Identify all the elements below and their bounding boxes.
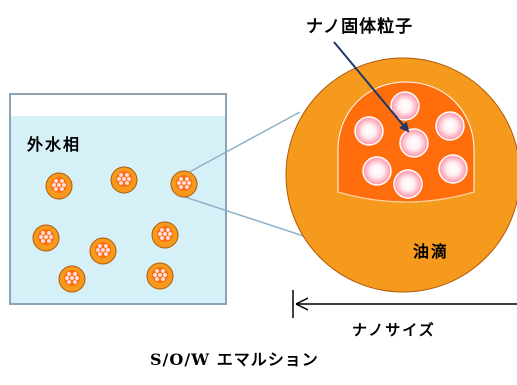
small-nano-particle bbox=[100, 247, 105, 252]
small-droplet bbox=[45, 172, 73, 200]
small-droplet bbox=[110, 166, 138, 194]
nano-size-scale-bar bbox=[292, 290, 517, 318]
pointer-arrow bbox=[333, 41, 410, 133]
small-nano-particle bbox=[72, 280, 77, 285]
nano-particle bbox=[354, 116, 384, 146]
small-nano-particle bbox=[41, 238, 46, 243]
nano-particle bbox=[399, 128, 429, 158]
small-droplet bbox=[89, 237, 117, 265]
small-droplet bbox=[32, 224, 60, 252]
small-nano-particle bbox=[66, 280, 71, 285]
small-nano-particle bbox=[72, 272, 77, 277]
small-nano-particle bbox=[97, 243, 102, 248]
cutaway-rim bbox=[337, 191, 475, 203]
nano-particle bbox=[390, 91, 420, 121]
small-nano-particle bbox=[52, 182, 57, 187]
small-nano-particle bbox=[103, 251, 108, 256]
small-nano-particle bbox=[57, 182, 62, 187]
small-droplet bbox=[151, 221, 179, 249]
small-nano-particle bbox=[178, 184, 183, 189]
small-nano-particle bbox=[178, 176, 183, 181]
small-nano-particle bbox=[181, 180, 186, 185]
outer-water-phase-label: 外水相 bbox=[27, 135, 82, 154]
nano-particle bbox=[435, 111, 465, 141]
small-nano-particle bbox=[54, 186, 59, 191]
small-nano-particle bbox=[97, 251, 102, 256]
small-nano-particle bbox=[165, 227, 170, 232]
small-nano-particle bbox=[66, 272, 71, 277]
small-nano-particle bbox=[167, 231, 172, 236]
nano-solid-particle-label: ナノ固体粒子 bbox=[306, 17, 414, 37]
small-nano-particle bbox=[160, 269, 165, 274]
small-nano-particle bbox=[60, 178, 65, 183]
small-nano-particle bbox=[160, 277, 165, 282]
small-nano-particle bbox=[103, 243, 108, 248]
small-droplets bbox=[32, 166, 198, 293]
small-nano-particle bbox=[126, 176, 131, 181]
small-nano-particle bbox=[152, 273, 157, 278]
small-nano-particle bbox=[49, 234, 54, 239]
beaker bbox=[9, 93, 227, 305]
small-nano-particle bbox=[62, 182, 67, 187]
small-nano-particle bbox=[39, 234, 44, 239]
small-nano-particle bbox=[124, 180, 129, 185]
small-nano-particle bbox=[186, 180, 191, 185]
small-nano-particle bbox=[121, 176, 126, 181]
small-nano-particle bbox=[159, 235, 164, 240]
small-droplet bbox=[170, 170, 198, 198]
small-nano-particle bbox=[154, 269, 159, 274]
small-droplet bbox=[146, 262, 174, 290]
small-nano-particle bbox=[60, 186, 65, 191]
outer-water-phase bbox=[11, 116, 225, 303]
small-nano-particle bbox=[64, 276, 69, 281]
enlarged-oil-droplet bbox=[285, 57, 517, 293]
nano-particle bbox=[362, 156, 392, 186]
zoom-callout-line-top bbox=[181, 111, 301, 177]
small-nano-particle bbox=[184, 184, 189, 189]
small-nano-particle bbox=[184, 176, 189, 181]
nano-particle bbox=[438, 154, 468, 184]
small-nano-particle bbox=[159, 227, 164, 232]
small-nano-particle bbox=[165, 235, 170, 240]
small-nano-particle bbox=[44, 234, 49, 239]
nano-size-label: ナノサイズ bbox=[352, 321, 436, 339]
small-nano-particle bbox=[95, 247, 100, 252]
small-nano-particle bbox=[116, 176, 121, 181]
small-nano-particle bbox=[157, 273, 162, 278]
small-nano-particle bbox=[157, 231, 162, 236]
small-nano-particle bbox=[154, 277, 159, 282]
nano-particle bbox=[393, 169, 423, 199]
small-nano-particle bbox=[124, 172, 129, 177]
small-nano-particle bbox=[176, 180, 181, 185]
small-nano-particle bbox=[105, 247, 110, 252]
small-nano-particle bbox=[41, 230, 46, 235]
small-nano-particle bbox=[47, 230, 52, 235]
small-droplet bbox=[58, 265, 86, 293]
small-nano-particle bbox=[54, 178, 59, 183]
small-nano-particle bbox=[118, 180, 123, 185]
small-nano-particle bbox=[74, 276, 79, 281]
small-nano-particle bbox=[118, 172, 123, 177]
small-nano-particle bbox=[162, 231, 167, 236]
small-nano-particle bbox=[162, 273, 167, 278]
figure-caption: S/O/W エマルション bbox=[150, 350, 319, 369]
oil-droplet-label: 油滴 bbox=[413, 242, 450, 261]
small-nano-particle bbox=[47, 238, 52, 243]
small-nano-particle bbox=[69, 276, 74, 281]
nano-solid-particles bbox=[354, 91, 468, 199]
